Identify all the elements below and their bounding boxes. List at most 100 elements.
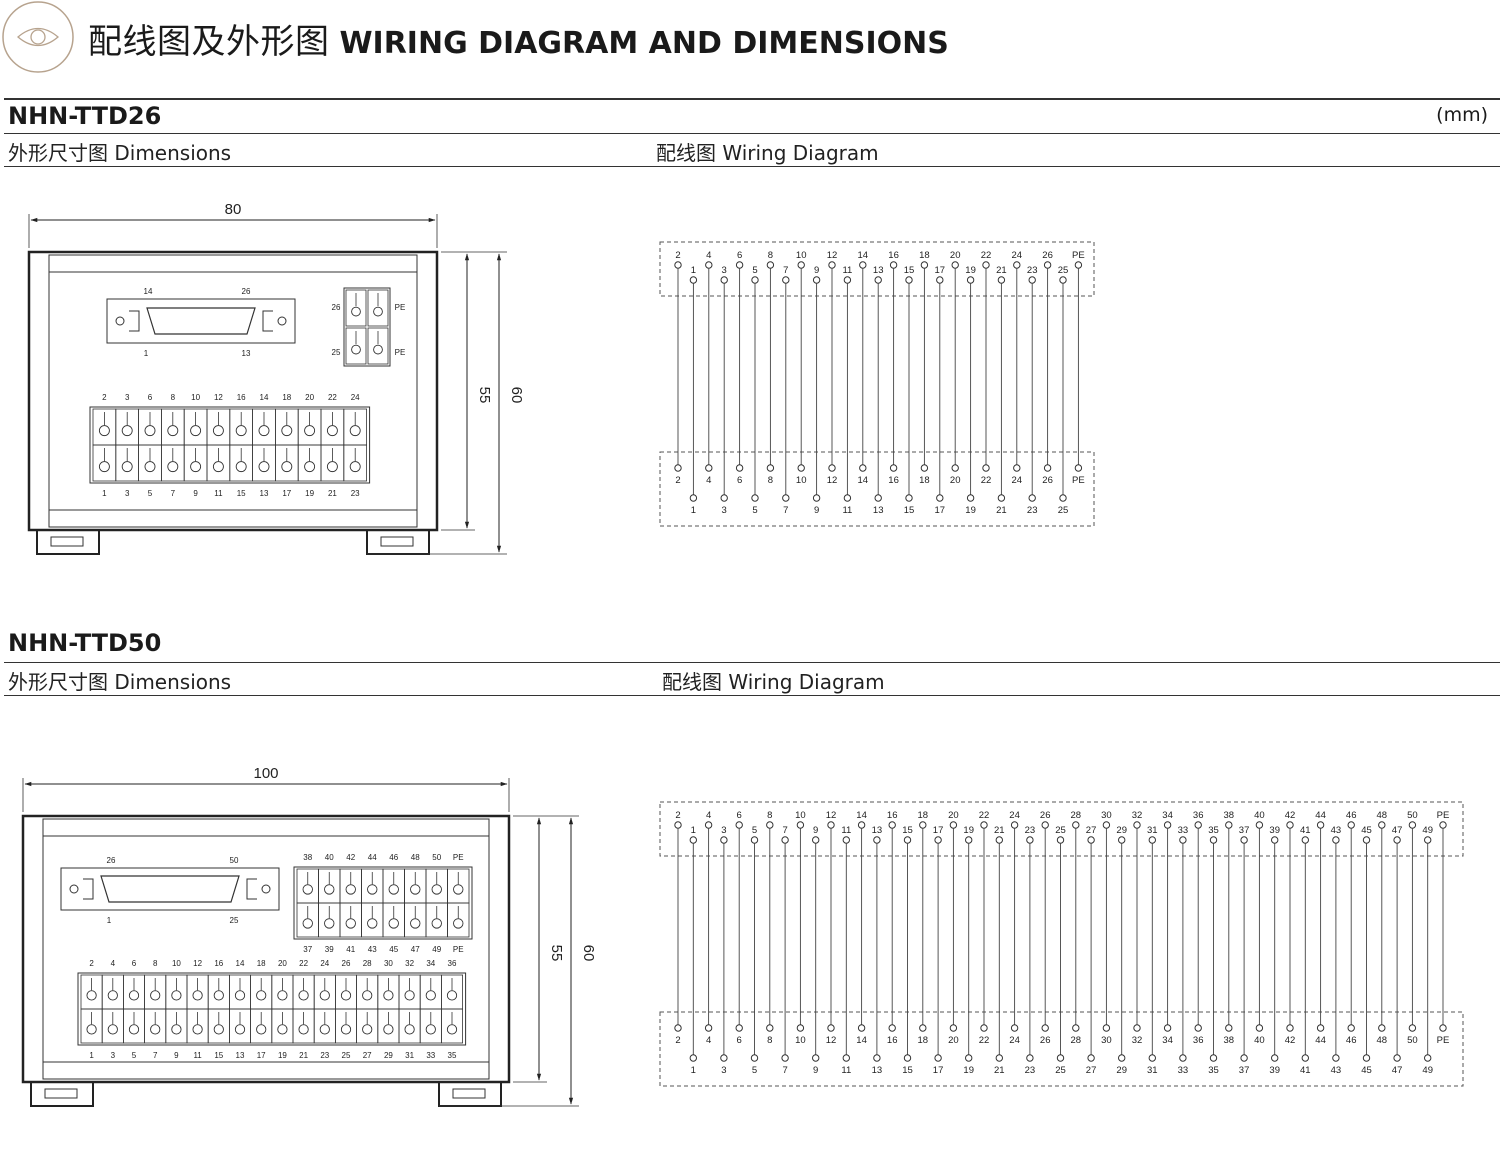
terminal-screw-icon	[362, 990, 373, 1001]
enclosure-outline	[27, 250, 439, 532]
terminal-label-top: 18	[257, 959, 266, 968]
wiring-pin-icon	[842, 1054, 851, 1062]
d-sub-connector	[60, 867, 280, 911]
mounting-foot	[36, 529, 100, 555]
wiring-pin-label: 10	[796, 250, 807, 261]
wiring-pin-label: 6	[737, 250, 742, 261]
wiring-pin-icon	[1026, 836, 1034, 844]
wiring-pin-label: 37	[1239, 1065, 1250, 1076]
terminal-label-top: 10	[191, 393, 200, 402]
wiring-pin-label: 19	[965, 505, 976, 516]
terminal-label-bottom: 11	[214, 489, 223, 498]
wiring-pin-icon	[843, 494, 852, 502]
mount-hole-icon	[69, 884, 79, 894]
page-title-en: WIRING DIAGRAM AND DIMENSIONS	[339, 26, 949, 61]
wiring-bottom-block	[659, 1011, 1464, 1087]
terminal-screw-icon	[373, 344, 383, 355]
wiring-pin-label: 41	[1300, 825, 1311, 836]
wiring-pin-icon	[735, 464, 744, 472]
terminal-screw-icon	[121, 425, 133, 437]
wiring-pin-icon	[1026, 1054, 1034, 1062]
wiring-pin-icon	[1102, 821, 1111, 829]
wiring-pin-icon	[1255, 821, 1264, 829]
wiring-pin-icon	[1010, 821, 1019, 829]
wiring-pin-icon	[1102, 1024, 1111, 1032]
wiring-pin-icon	[828, 464, 836, 472]
terminal-cell	[345, 327, 367, 365]
terminal-screw-icon	[324, 918, 335, 929]
wiring-pin-label: 10	[795, 810, 806, 821]
wiring-pin-label: 4	[706, 475, 711, 486]
terminal-label-top: 8	[171, 393, 176, 402]
terminal-label-bottom: 7	[153, 1051, 158, 1060]
wiring-pin-label: 46	[1346, 810, 1357, 821]
wiring-pin-label: 18	[918, 810, 929, 821]
wiring-pin-icon	[1225, 821, 1233, 829]
terminal-label-bottom: 47	[411, 945, 420, 954]
terminal-screw-icon	[128, 990, 140, 1001]
wiring-pin-label: 6	[737, 475, 742, 486]
terminal-label-top: 24	[320, 959, 329, 968]
wiring-pin-icon	[1255, 1024, 1264, 1032]
terminal-label-bottom: 21	[299, 1051, 308, 1060]
wiring-pin-label: 8	[768, 250, 773, 261]
terminal-label-bottom: 25	[342, 1051, 351, 1060]
wiring-pin-label: 22	[979, 1035, 990, 1046]
connector-pin-label: 13	[242, 349, 251, 358]
wiring-pin-label: 42	[1285, 810, 1296, 821]
wiring-pin-label: 19	[963, 1065, 974, 1076]
wiring-pin-icon	[1424, 1054, 1432, 1062]
wiring-pin-icon	[1194, 1024, 1202, 1032]
terminal-screw-icon	[345, 918, 356, 929]
terminal-screw-icon	[351, 306, 361, 317]
wiring-pin-label: PE	[1437, 810, 1450, 821]
wiring-pin-icon	[842, 836, 851, 844]
terminal-label-top: 14	[236, 959, 245, 968]
terminal-screw-icon	[319, 990, 330, 1001]
wiring-pin-label: 38	[1224, 810, 1235, 821]
wiring-pin-icon	[1286, 821, 1294, 829]
terminal-cell	[367, 289, 389, 327]
terminal-label-bottom: 15	[237, 489, 246, 498]
wiring-pin-label: 12	[826, 1035, 837, 1046]
width-dimension-value: 100	[253, 765, 278, 782]
section-divider	[4, 695, 1500, 696]
terminal-label-top: 2	[102, 393, 107, 402]
terminal-label-top: 8	[153, 959, 158, 968]
terminal-screw-icon	[150, 1024, 161, 1035]
terminal-label-top: 32	[405, 959, 414, 968]
terminal-screw-icon	[192, 990, 203, 1001]
terminal-label-top: 2	[89, 959, 94, 968]
terminal-screw-icon	[190, 461, 202, 473]
wiring-diagram-ttd50: 2244668810101212141416161818202022222424…	[659, 801, 1464, 1087]
wiring-pin-icon	[705, 261, 713, 269]
wiring-pin-icon	[704, 1024, 713, 1032]
wiring-pin-icon	[1286, 1024, 1294, 1032]
wiring-pin-label: 2	[675, 1035, 680, 1046]
wiring-pin-label: 6	[737, 1035, 742, 1046]
header-divider	[4, 98, 1500, 100]
terminal-screw-icon	[453, 918, 464, 929]
connector-pin-label: 1	[107, 916, 112, 925]
wiring-pin-label: 14	[858, 475, 869, 486]
wiring-pin-icon	[720, 494, 728, 502]
terminal-label-top: 12	[193, 959, 202, 968]
wiring-pin-label: 20	[948, 810, 959, 821]
wiring-pin-icon	[966, 494, 975, 502]
wiring-pin-icon	[1179, 1054, 1187, 1062]
terminal-label-top: 18	[282, 393, 291, 402]
wiring-pin-label: 32	[1132, 810, 1143, 821]
terminal-strip	[77, 972, 467, 1046]
model-title-ttd50: NHN-TTD50	[8, 629, 162, 657]
terminal-screw-icon	[192, 1024, 203, 1035]
wiring-pin-label: 30	[1101, 810, 1112, 821]
wiring-pin-label: 4	[706, 250, 711, 261]
section-divider	[4, 662, 1500, 663]
wiring-pin-icon	[1074, 261, 1083, 269]
terminal-label-bottom: 19	[305, 489, 314, 498]
wiring-pin-icon	[1271, 1054, 1279, 1062]
inner-height-value: 55	[548, 945, 565, 962]
wiring-pin-icon	[1118, 1054, 1126, 1062]
wiring-pin-label: 27	[1086, 825, 1097, 836]
terminal-label-bottom: 17	[257, 1051, 266, 1060]
